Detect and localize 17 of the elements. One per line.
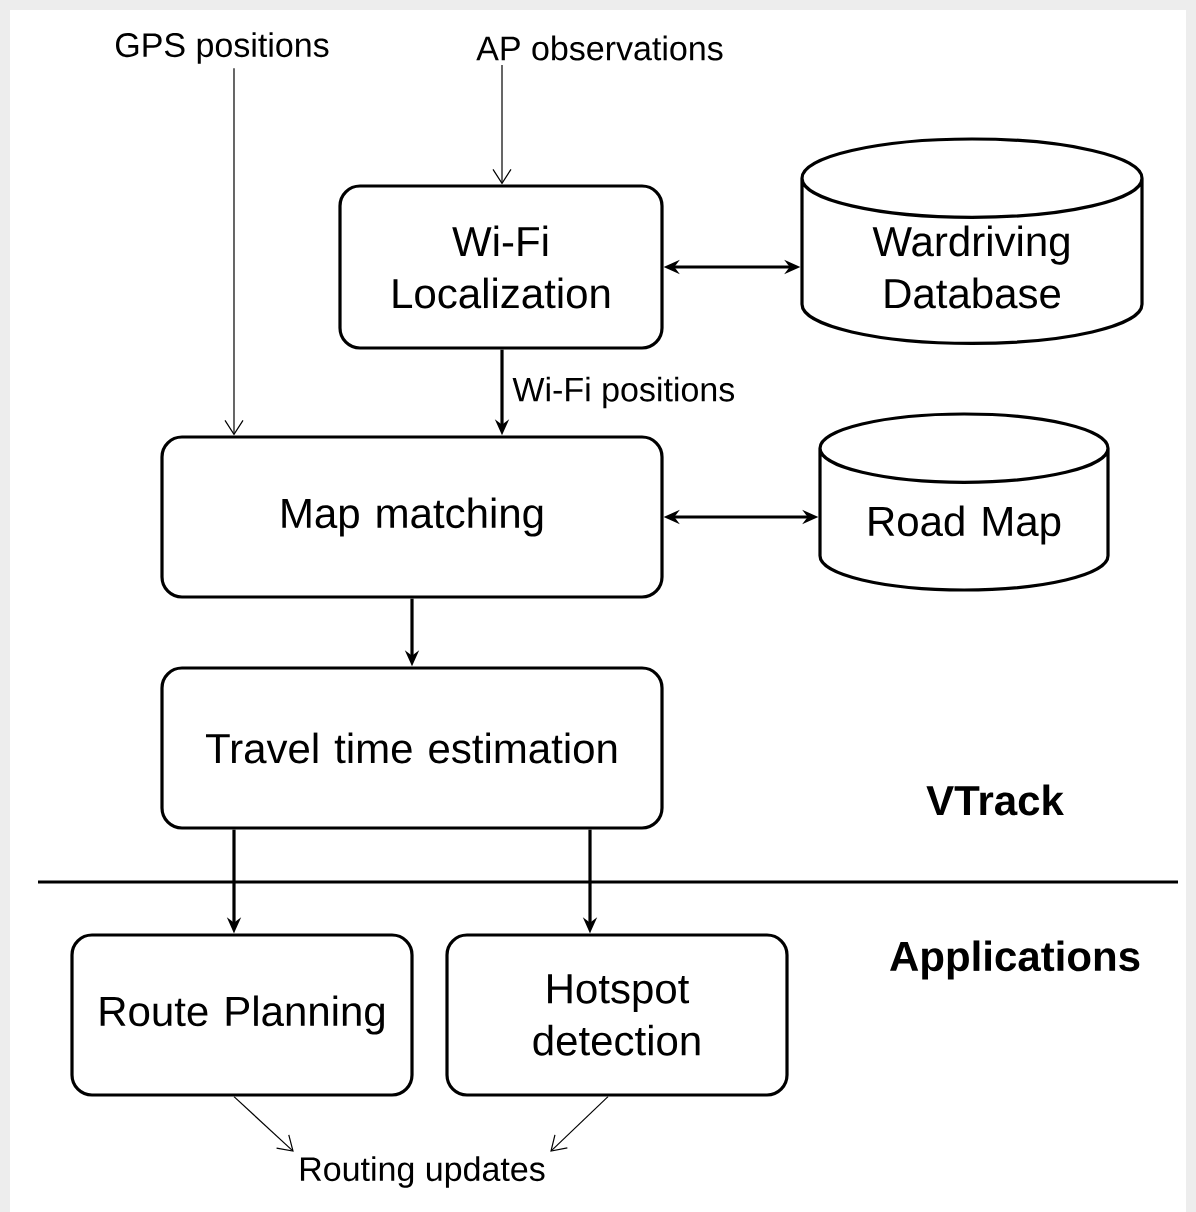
- arrow: [550, 1096, 609, 1152]
- arrow: [233, 1096, 294, 1152]
- output-label: Routing updates: [301, 1156, 545, 1188]
- database-cylinder: Wardriving Database: [800, 137, 1144, 345]
- database-cylinder: Road Map: [818, 412, 1110, 592]
- process-box: Route Planning: [70, 933, 414, 1097]
- section-label: VTrack: [926, 784, 1064, 816]
- process-box: Travel time estimation: [160, 666, 664, 830]
- process-box: Hotspot detection: [445, 933, 789, 1097]
- input-label: GPS positions: [116, 32, 329, 64]
- edge-label: Wi-Fi positions: [510, 374, 738, 411]
- input-label: AP observations: [476, 35, 723, 61]
- section-label: Applications: [890, 940, 1140, 980]
- process-box: Wi-Fi Localization: [338, 184, 664, 350]
- arrow: [492, 64, 512, 185]
- process-box: Map matching: [160, 435, 664, 599]
- arrow: [224, 67, 244, 436]
